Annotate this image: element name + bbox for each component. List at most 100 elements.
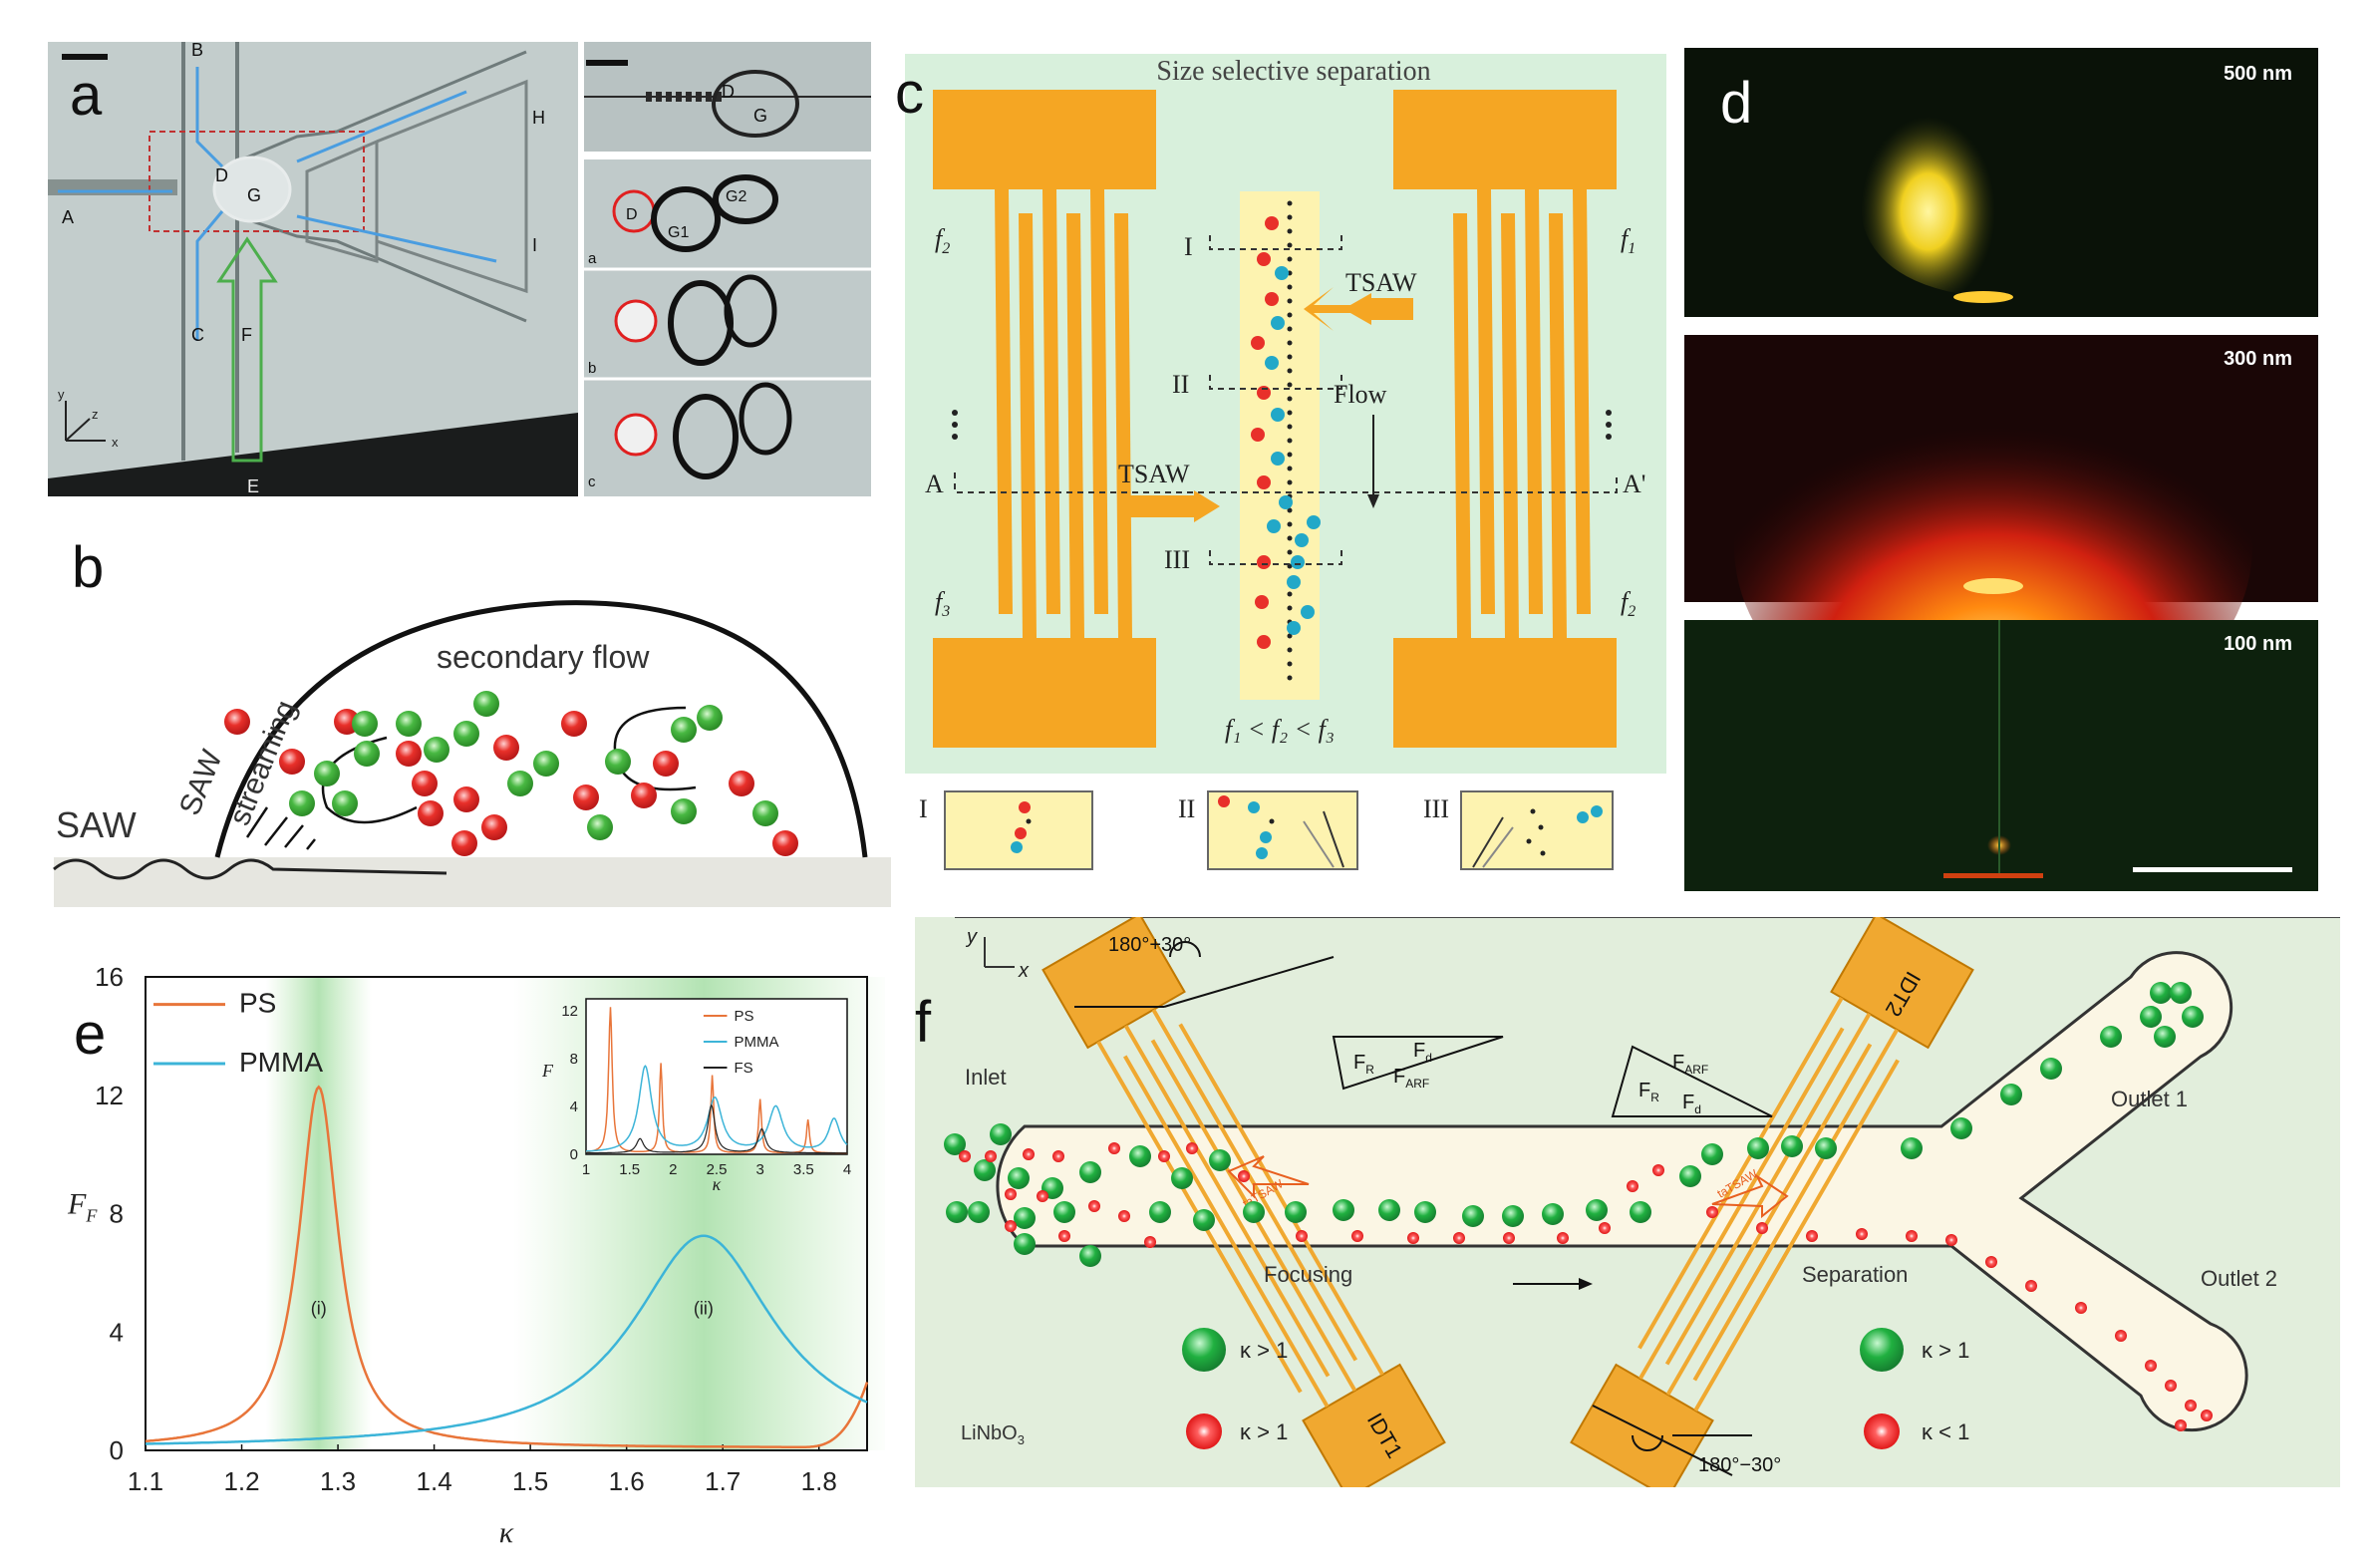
right-top-D: D [722, 82, 735, 102]
inset-x-tick-label: 4 [843, 1161, 851, 1178]
y-tick-label: 4 [110, 1317, 124, 1347]
label-A-prime: A' [1623, 470, 1645, 498]
green-particle [587, 814, 613, 840]
axis-y-label: y [58, 387, 65, 402]
green-particle [1079, 1161, 1101, 1183]
outlet2-label: Outlet 2 [2201, 1266, 2277, 1291]
red-particle [1453, 1232, 1465, 1244]
red-particle [2165, 1380, 2177, 1392]
panel-f-letter: f [915, 990, 932, 1055]
f2-right-label: f2 [1621, 587, 1636, 620]
saw-streaming-line1: SAW [173, 745, 229, 819]
panel-c-title: Size selective separation [1156, 56, 1430, 87]
axis-z-label: z [92, 407, 99, 422]
red-particle [561, 711, 587, 737]
green-particle [1333, 1199, 1354, 1221]
red-particle [1557, 1232, 1569, 1244]
red-particle [2175, 1419, 2187, 1431]
black-particle [1287, 591, 1293, 597]
fd-label-2: Fd [1682, 1092, 1701, 1116]
series-pmma-line [146, 1234, 868, 1445]
red-particle [729, 771, 754, 796]
green-particle [1414, 1201, 1436, 1223]
green-particle [2150, 982, 2172, 1004]
panel-b-letter: b [72, 535, 105, 600]
green-particle [1815, 1137, 1837, 1159]
x-tick-label: 1.5 [512, 1466, 548, 1496]
panel-b: b secondary flow SAW streaming SAW [48, 508, 891, 907]
angle-top-label: 180°+30° [1108, 934, 1191, 956]
panel-f: IDT1 IDT2 taTSAW taTSAW FR Fd FARF FR Fd… [915, 917, 2340, 1487]
black-particle [1287, 326, 1293, 332]
green-particle [1171, 1167, 1193, 1189]
black-particle [1287, 549, 1293, 555]
fr-label-2: FR [1638, 1080, 1659, 1104]
green-particle [2182, 1006, 2204, 1028]
green-particle [332, 790, 358, 816]
black-particle [1287, 200, 1293, 206]
red-particle [1088, 1200, 1100, 1212]
inset-frame [585, 998, 848, 1155]
black-particle [1287, 424, 1293, 430]
red-particle [1856, 1228, 1868, 1240]
black-particle [1287, 382, 1293, 388]
panel-d: 500 nm 300 nm 100 nm d [1684, 48, 2318, 891]
green-particle [671, 798, 697, 824]
panel-d-images: 500 nm 300 nm 100 nm [1684, 48, 2318, 891]
panel-a: y x z A B C D E F G H I D G [48, 42, 871, 496]
cyan-particle [1271, 452, 1285, 466]
black-particle [1287, 410, 1293, 416]
red-particle [224, 709, 250, 735]
red-particle [1257, 555, 1271, 569]
d-label-500: 500 nm [2224, 63, 2292, 85]
cyan-particle [1291, 555, 1305, 569]
red-particle [573, 784, 599, 810]
inset-x-tick-label: 3.5 [793, 1161, 814, 1178]
series-ps-line [145, 1085, 869, 1448]
label-a-C: C [191, 325, 204, 345]
black-particle [1287, 661, 1293, 667]
green-particle [453, 721, 479, 747]
f1-right-label: f1 [1621, 224, 1636, 257]
x-tick-label: 1.2 [223, 1466, 259, 1496]
inset-legend-label: FS [734, 1060, 752, 1077]
separation-label: Separation [1802, 1262, 1908, 1287]
farf-label-2: FARF [1672, 1052, 1708, 1077]
legend-k-gt1-c: κ > 1 [1922, 1338, 1969, 1363]
black-particle [1287, 256, 1293, 262]
highlight-band [265, 977, 372, 1450]
tsaw-top-label: TSAW [1345, 268, 1417, 297]
inset-II-label: II [1178, 794, 1195, 823]
green-particle [289, 790, 315, 816]
red-particle [985, 1150, 997, 1162]
section-II: II [1172, 370, 1189, 399]
red-particle [653, 751, 679, 777]
green-particle [507, 771, 533, 796]
green-particle [1053, 1201, 1075, 1223]
green-particle [697, 705, 723, 731]
red-particle [1756, 1222, 1768, 1234]
black-particle [1287, 340, 1293, 346]
y-axis-label: FF [67, 1188, 98, 1226]
green-particle [473, 691, 499, 717]
cyan-particle [1295, 533, 1309, 547]
red-particle [1627, 1180, 1638, 1192]
black-particle [1287, 535, 1293, 541]
red-particle [453, 786, 479, 812]
green-particle [533, 751, 559, 777]
red-particle [493, 735, 519, 761]
focusing-label: Focusing [1264, 1262, 1352, 1287]
black-particle [1287, 507, 1293, 513]
fr-label-1: FR [1353, 1052, 1374, 1077]
green-particle [1462, 1205, 1484, 1227]
red-particle [631, 783, 657, 808]
red-particle [1296, 1230, 1308, 1242]
green-particle [946, 1201, 968, 1223]
green-particle [1008, 1167, 1030, 1189]
red-particle [2145, 1360, 2157, 1372]
inset-x-tick-label: 1.5 [619, 1161, 640, 1178]
frequency-relation: f₁ < f₂ < f₃ [1225, 715, 1335, 744]
x-tick-label: 1.3 [320, 1466, 356, 1496]
label-a-G: G [247, 185, 261, 205]
